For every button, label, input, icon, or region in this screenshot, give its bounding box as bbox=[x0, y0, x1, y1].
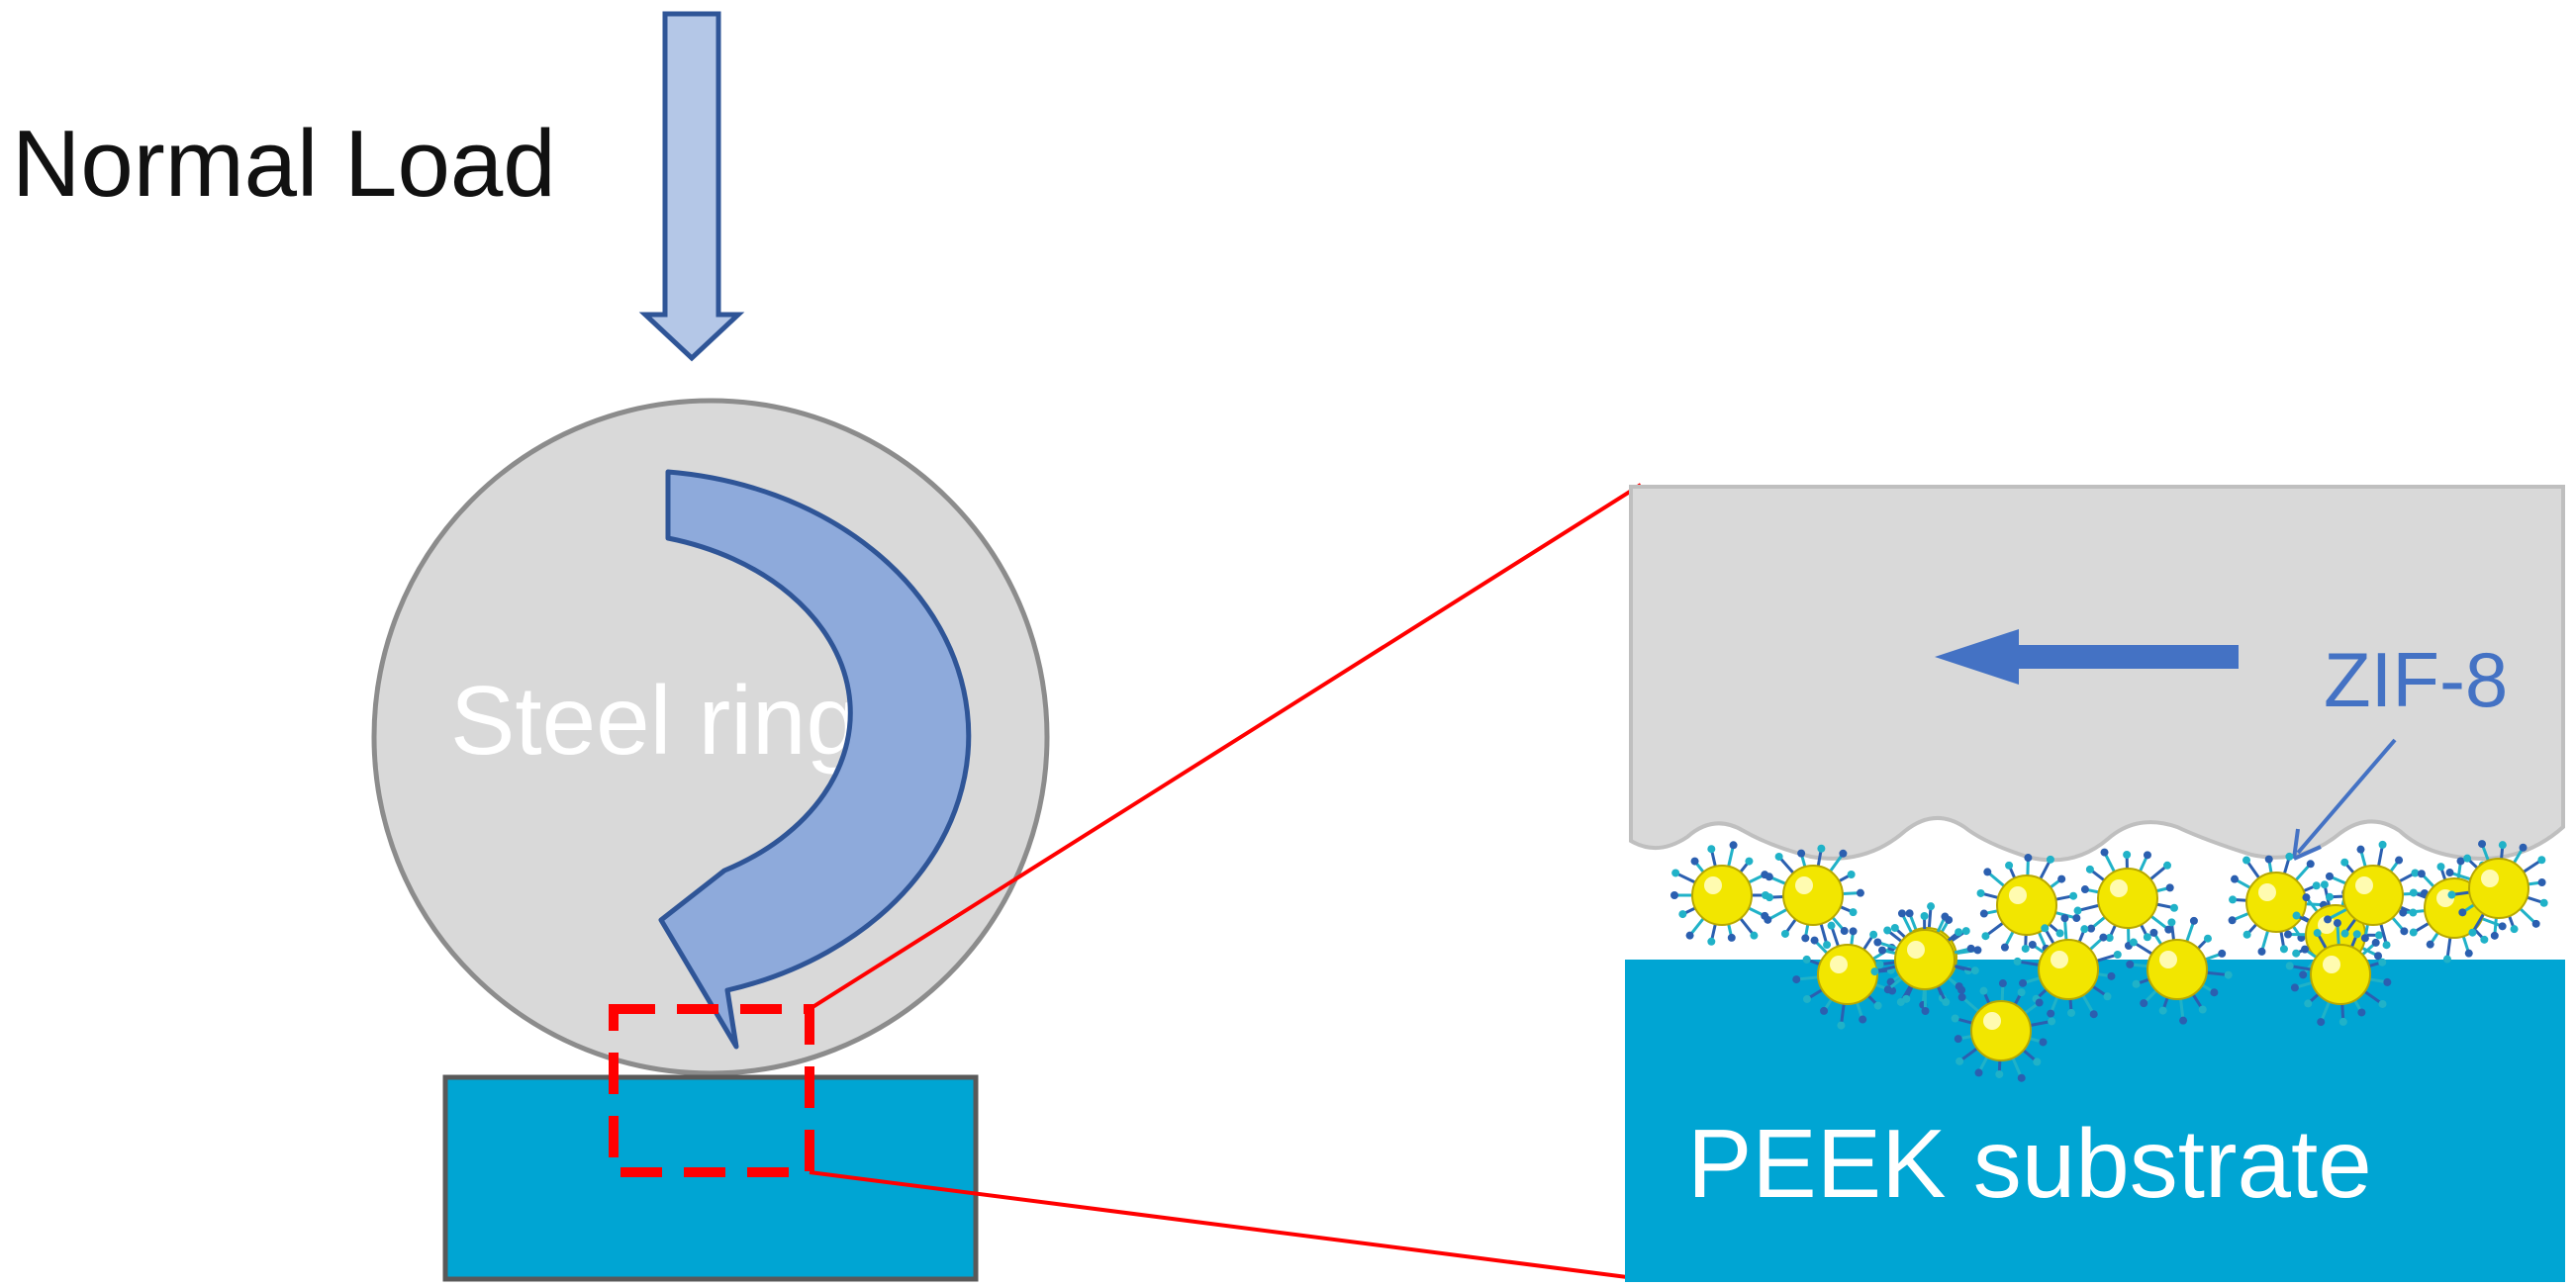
curved-arrow-icon bbox=[658, 469, 972, 1050]
zif8-particle bbox=[1951, 979, 2056, 1082]
zif8-label: ZIF-8 bbox=[2324, 636, 2508, 723]
zif8-particle bbox=[2324, 840, 2429, 950]
zif8-particle bbox=[2228, 852, 2328, 956]
zif8-particle bbox=[1870, 909, 1979, 1015]
zif8-particle bbox=[1764, 844, 1864, 950]
zoom-region-box bbox=[609, 1004, 814, 1177]
zif8-particle bbox=[2285, 919, 2392, 1027]
zif8-particle bbox=[2126, 916, 2233, 1025]
zif8-pointer-line bbox=[2296, 738, 2397, 855]
zif8-particle bbox=[1792, 921, 1897, 1030]
steel-ring: Steel ring bbox=[371, 398, 1050, 1076]
zif8-particle bbox=[2445, 840, 2548, 940]
magnified-view: ZIF-8 PEEK substrate bbox=[1625, 485, 2565, 1282]
zif8-particle bbox=[1976, 854, 2081, 953]
down-arrow-icon bbox=[638, 11, 745, 362]
zif8-particle bbox=[2013, 914, 2122, 1019]
zoom-line-bottom bbox=[809, 1170, 1636, 1280]
steel-counterface bbox=[1629, 485, 2565, 863]
normal-load-group: Normal Load bbox=[12, 11, 745, 362]
zif8-pointer-head bbox=[2292, 828, 2322, 861]
zif8-particle bbox=[2073, 848, 2178, 950]
left-arrow-icon bbox=[1935, 629, 2239, 685]
zoom-line-top bbox=[808, 483, 1643, 1011]
normal-load-label: Normal Load bbox=[12, 111, 556, 217]
steel-ring-label: Steel ring bbox=[450, 666, 860, 775]
zif8-particle bbox=[1670, 841, 1769, 946]
peek-substrate-label: PEEK substrate bbox=[1687, 1109, 2372, 1218]
zif8-particles bbox=[1670, 840, 2548, 1082]
substrate-block bbox=[442, 1074, 979, 1282]
